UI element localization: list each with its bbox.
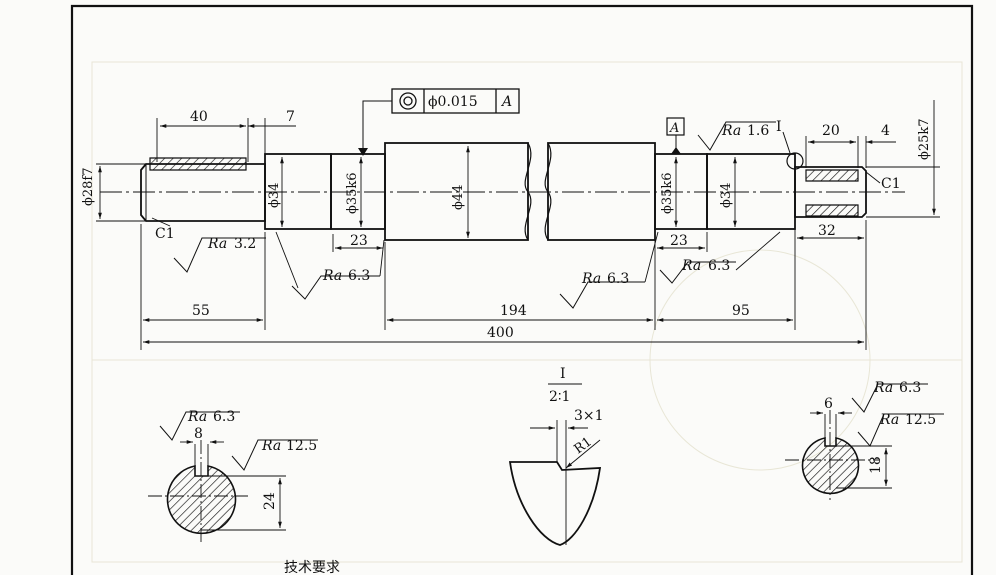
detail-label: I [560,366,566,382]
svg-text:12.5: 12.5 [905,412,936,428]
chamfer-left: C1 [155,226,175,242]
svg-text:Ra: Ra [322,268,342,284]
dim-194: 194 [500,303,527,319]
dim-32: 32 [818,223,836,239]
detail-chamfer: 3×1 [574,408,604,424]
dim-7: 7 [286,109,295,125]
svg-text:Ra: Ra [873,380,893,396]
tolerance-value: ϕ0.015 [428,94,478,110]
chamfer-right: C1 [881,176,901,192]
svg-text:6.3: 6.3 [607,271,629,287]
dim-phi34-left: ϕ34 [267,183,282,208]
left-keyway [149,157,247,171]
svg-text:6.3: 6.3 [348,268,370,284]
dim-4: 4 [881,123,890,139]
section-right-height: 18 [868,456,884,474]
section-right: 6 18 Ra 6.3 Ra 12.5 [785,380,944,500]
svg-text:Ra: Ra [879,412,899,428]
svg-text:6.3: 6.3 [899,380,921,396]
right-keyway-bottom [805,204,859,217]
datum-a: A [666,117,685,154]
svg-text:A: A [669,121,679,136]
dim-23-right: 23 [670,233,688,249]
section-right-width: 6 [824,396,833,412]
dim-20: 20 [822,123,840,139]
dim-95: 95 [732,303,750,319]
tolerance-frame: ϕ0.015 A [358,88,520,156]
svg-text:Ra: Ra [681,258,701,274]
dim-phi35k6-right: ϕ35k6 [660,172,675,214]
dim-phi25k7: ϕ25k7 [917,118,932,160]
right-keyway-top [805,169,859,182]
dim-phi44: ϕ44 [451,185,466,210]
svg-text:Ra: Ra [187,409,207,425]
concentricity-icon [399,92,417,110]
main-view-labels: 40 7 20 4 ϕ28f7 ϕ25k7 ϕ34 ϕ35k6 ϕ44 ϕ35k… [81,109,932,341]
dim-phi28f7: ϕ28f7 [81,168,96,207]
svg-text:Ra: Ra [207,236,227,252]
detail-circle [786,152,804,170]
dim-40: 40 [190,109,208,125]
svg-text:6.3: 6.3 [213,409,235,425]
roughness-symbols-main: Ra 3.2 Ra 6.3 Ra 6.3 Ra 6.3 Ra 1.6 [173,121,781,309]
svg-text:6.3: 6.3 [708,258,730,274]
svg-text:Ra: Ra [581,271,601,287]
faint-bleedthrough [91,61,963,563]
detail-scale: 2∶1 [549,389,570,405]
dim-23-left: 23 [350,233,368,249]
dim-phi35k6-left: ϕ35k6 [345,172,360,214]
dim-400: 400 [487,325,514,341]
detail-ref: I [776,119,782,135]
tolerance-datum: A [500,94,512,110]
section-left: 8 24 Ra 6.3 Ra 12.5 [148,409,318,545]
svg-text:3.2: 3.2 [234,236,256,252]
drawing-frame [70,4,974,575]
svg-text:1.6: 1.6 [747,123,769,139]
svg-text:Ra: Ra [261,438,281,454]
dim-55: 55 [192,303,210,319]
svg-text:Ra: Ra [721,123,741,139]
tech-requirements-title: 技术要求 [284,560,340,575]
section-left-width: 8 [194,426,203,442]
svg-text:12.5: 12.5 [286,438,317,454]
dim-phi34-right: ϕ34 [719,183,734,208]
section-left-height: 24 [262,492,278,510]
shaft-main-view [100,131,905,241]
dimension-lines [96,100,940,350]
